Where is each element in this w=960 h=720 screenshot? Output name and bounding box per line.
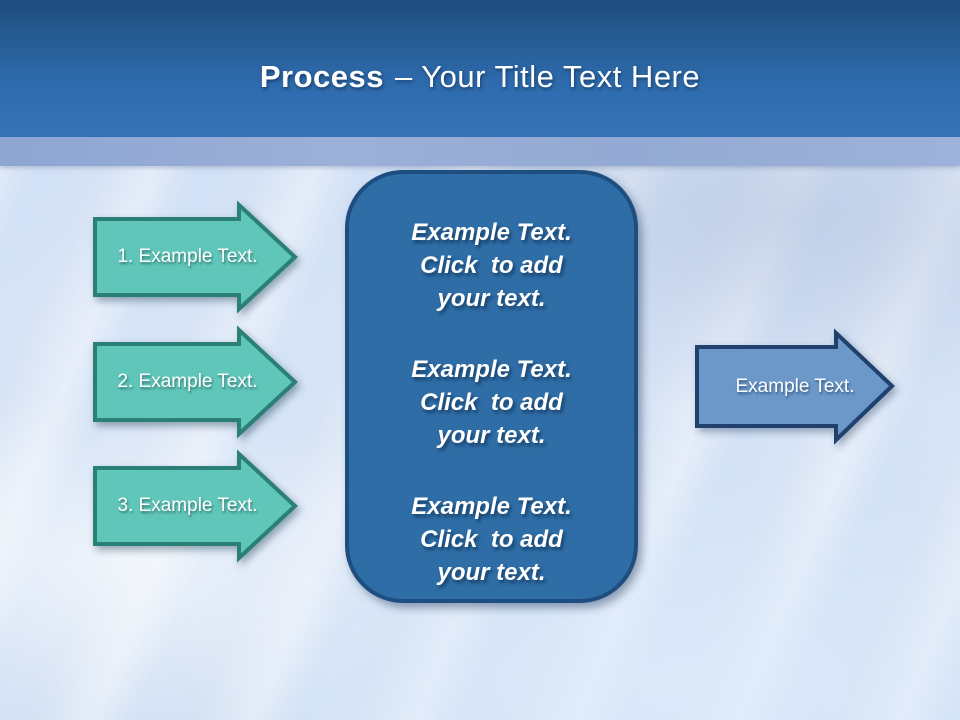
output-arrow-label: Example Text.: [735, 375, 855, 397]
output-arrow[interactable]: Example Text.: [695, 328, 895, 445]
title-rest: – Your Title Text Here: [395, 58, 701, 94]
step-3-label: 3. Example Text.: [117, 495, 258, 516]
right-arrow-shape: [93, 325, 298, 439]
panel-text-block-2[interactable]: Example Text. Click to add your text.: [411, 356, 572, 449]
step-2-label: 2. Example Text.: [117, 371, 258, 392]
slide-title[interactable]: Process – Your Title Text Here: [260, 43, 700, 95]
panel-text-block-1[interactable]: Example Text. Click to add your text.: [411, 219, 572, 312]
right-arrow-shape: [93, 200, 298, 314]
center-text-panel[interactable]: Example Text. Click to add your text. Ex…: [345, 170, 638, 603]
process-step-arrow-1[interactable]: 1. Example Text.: [93, 200, 298, 314]
step-1-label: 1. Example Text.: [117, 246, 258, 267]
title-keyword: Process: [259, 58, 385, 94]
right-arrow-shape: [93, 449, 298, 563]
right-arrow-shape: [695, 328, 895, 445]
title-bar: Process – Your Title Text Here: [0, 0, 960, 137]
process-step-arrow-2[interactable]: 2. Example Text.: [93, 325, 298, 439]
process-step-arrow-3[interactable]: 3. Example Text.: [93, 449, 298, 563]
header-divider-band: [0, 137, 960, 166]
panel-text-block-3[interactable]: Example Text. Click to add your text.: [411, 493, 572, 586]
